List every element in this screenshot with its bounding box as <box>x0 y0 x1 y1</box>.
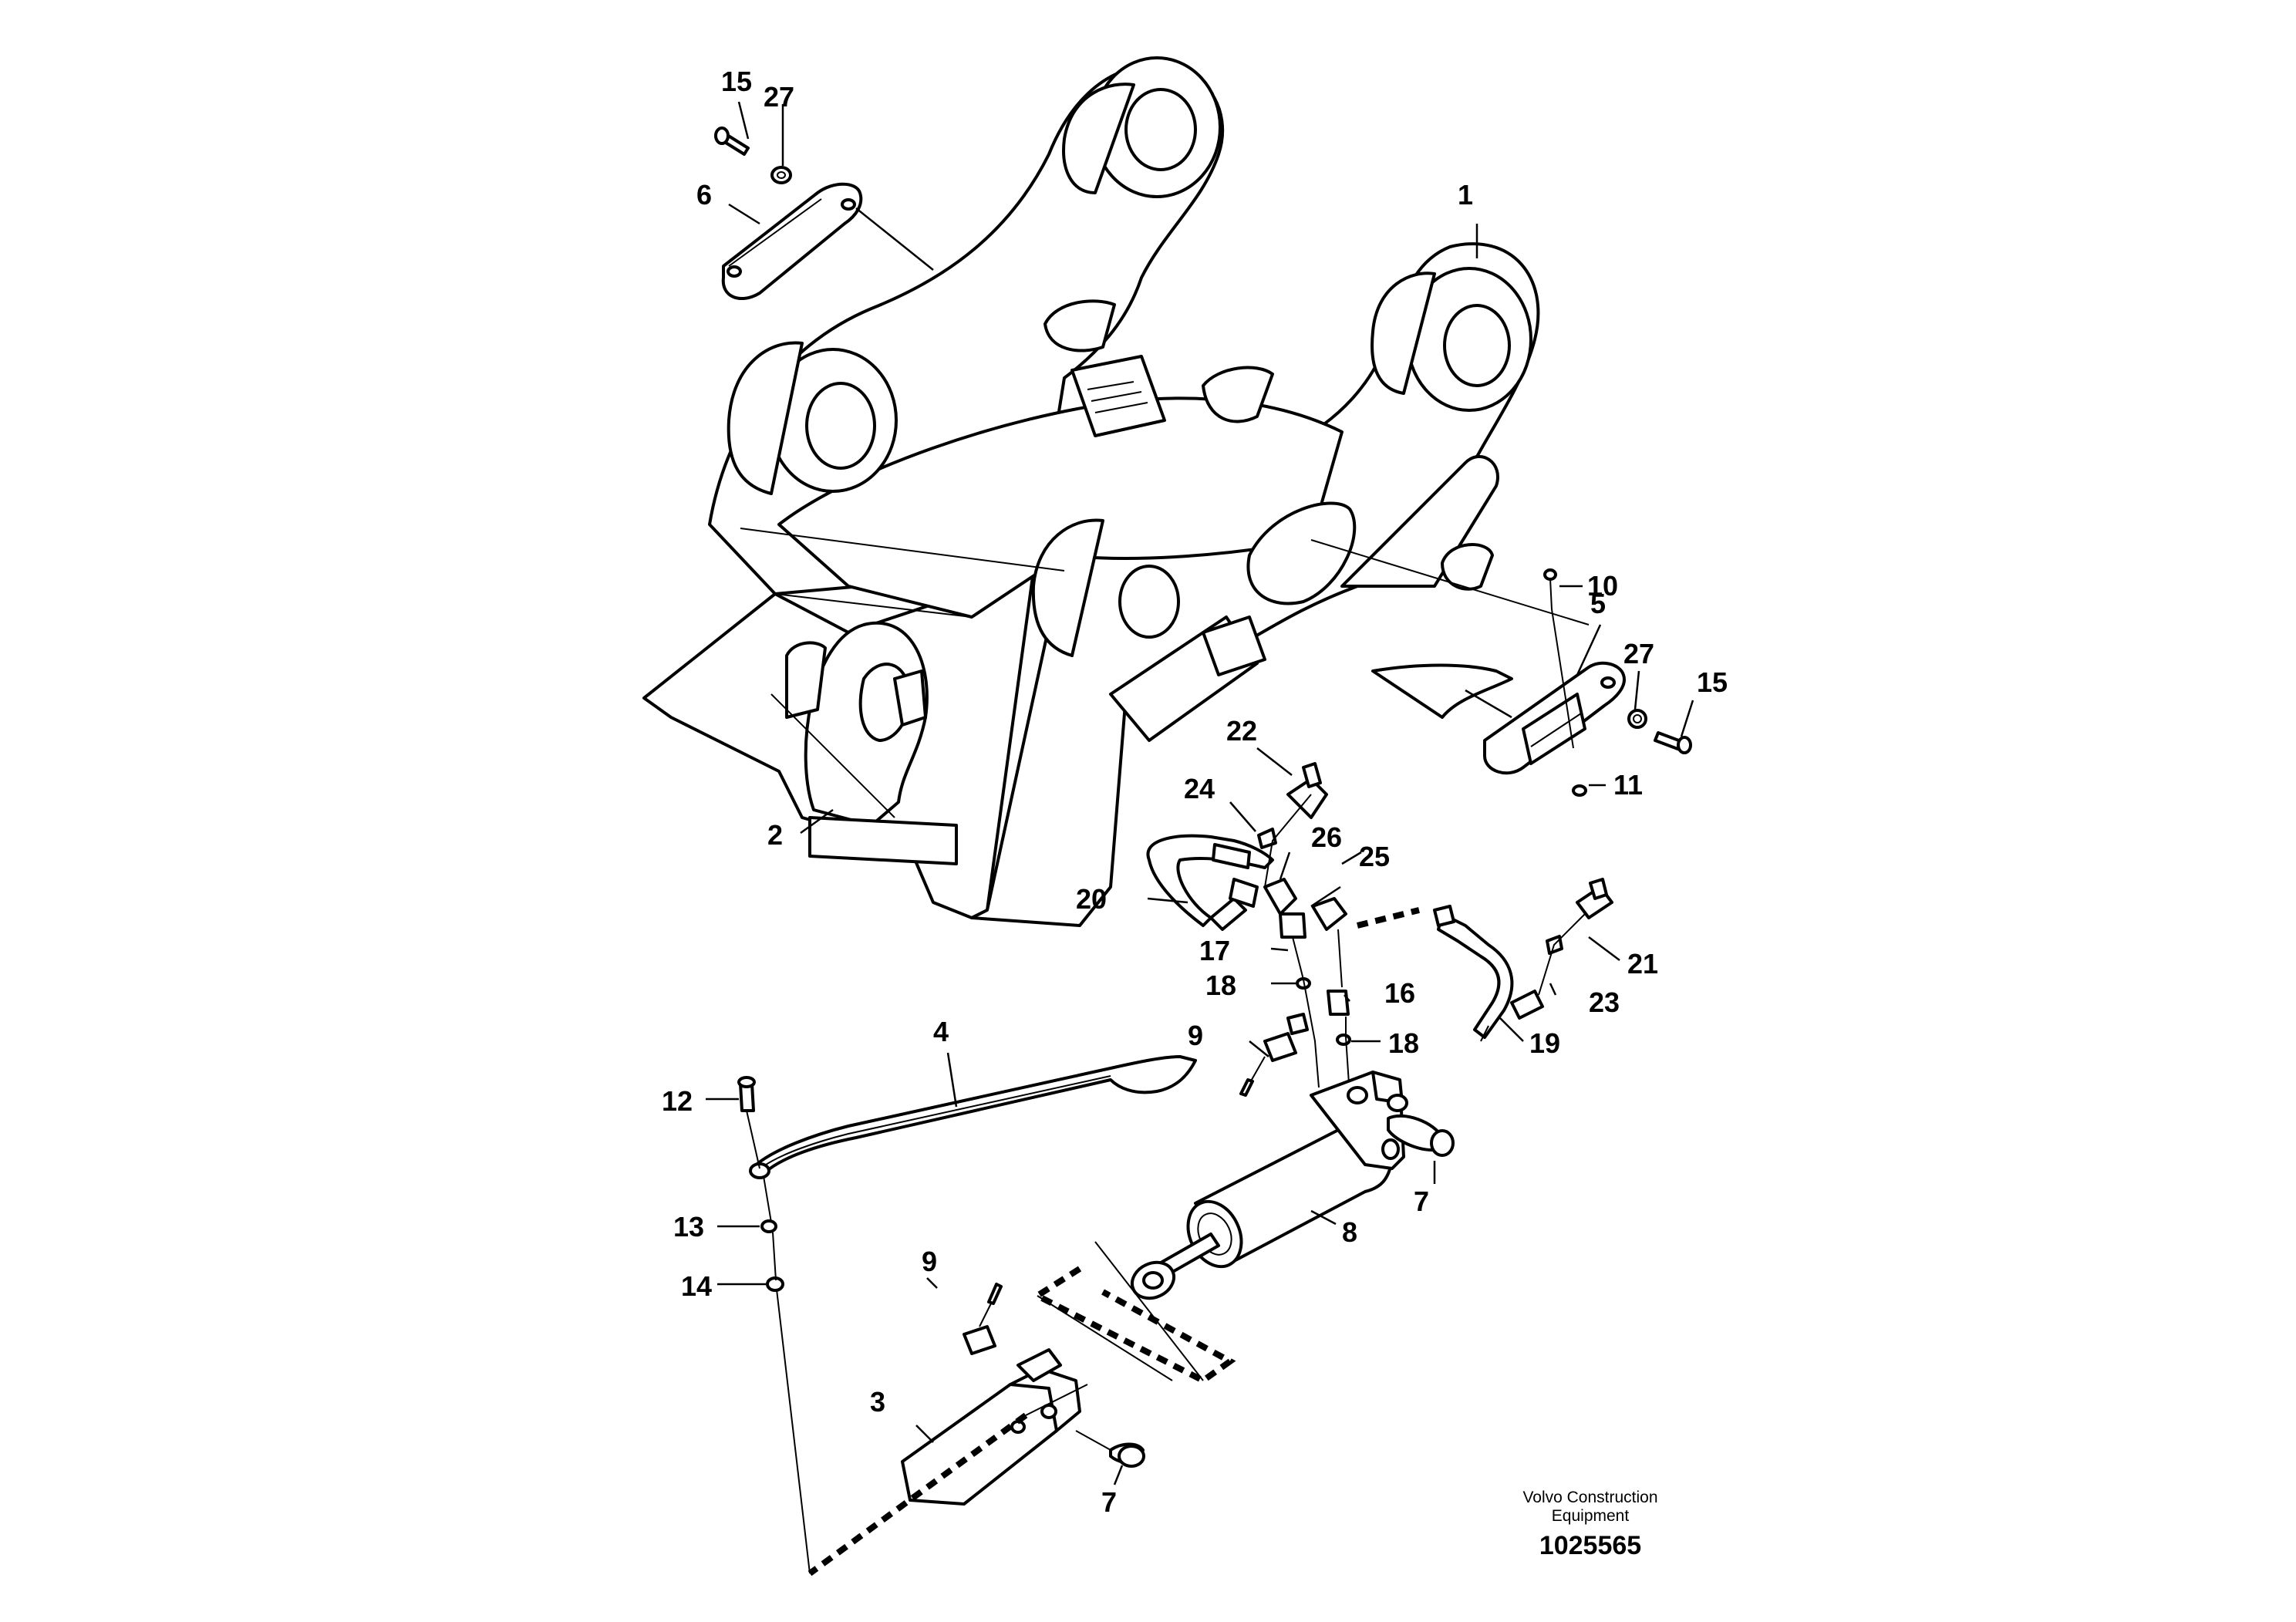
callout-4: 4 <box>933 1016 949 1047</box>
callout-27-top: 27 <box>764 81 794 113</box>
lock-wedge <box>901 1283 1145 1506</box>
callout-3: 3 <box>870 1386 885 1418</box>
callout-20: 20 <box>1076 883 1107 915</box>
leader-lines <box>706 101 1694 1485</box>
bolt-and-washer-right <box>1627 709 1692 754</box>
callout-8: 8 <box>1342 1216 1357 1248</box>
nut-11 <box>1572 784 1587 797</box>
callout-17: 17 <box>1199 935 1230 966</box>
callout-2: 2 <box>767 819 783 851</box>
dashed-route-cylinder-wedge <box>1030 1266 1236 1384</box>
callout-9-upper: 9 <box>1188 1020 1203 1051</box>
callout-24: 24 <box>1184 773 1215 804</box>
caption-document-number: 1025565 <box>1539 1531 1641 1560</box>
callout-18-right: 18 <box>1388 1027 1419 1059</box>
diagram-caption: Volvo Construction Equipment 1025565 <box>1522 1489 1657 1560</box>
release-lever <box>749 1055 1197 1179</box>
quick-coupler-frame <box>642 56 1590 927</box>
callout-9-lower: 9 <box>922 1246 937 1277</box>
callout-7-upper: 7 <box>1414 1185 1429 1217</box>
callout-7-lower: 7 <box>1101 1486 1117 1518</box>
callout-11: 11 <box>1613 769 1643 801</box>
lever-fasteners <box>737 1076 811 1574</box>
callout-12: 12 <box>662 1085 693 1117</box>
caption-company-line1: Volvo Construction <box>1522 1489 1657 1506</box>
bolt-10 <box>1543 568 1574 749</box>
lock-bracket <box>1483 661 1626 775</box>
callout-10: 10 <box>1587 570 1618 602</box>
callout-27-right: 27 <box>1623 638 1654 669</box>
callout-14: 14 <box>681 1270 712 1302</box>
callout-19: 19 <box>1529 1027 1560 1059</box>
wedge-lever <box>1371 663 1513 719</box>
callout-22: 22 <box>1226 715 1257 747</box>
caption-company-line2: Equipment <box>1552 1507 1630 1525</box>
bolt-and-washer-top-left <box>714 126 792 184</box>
callout-25: 25 <box>1359 841 1390 872</box>
callout-5: 5 <box>1590 588 1606 619</box>
hydraulic-fittings <box>1146 762 1613 1096</box>
callout-16: 16 <box>1384 977 1415 1009</box>
cover-plate-rear <box>721 182 934 301</box>
callout-1: 1 <box>1458 179 1473 211</box>
callout-13: 13 <box>673 1211 704 1243</box>
callout-6: 6 <box>696 179 712 211</box>
callout-18-left: 18 <box>1205 969 1236 1001</box>
callout-15-top: 15 <box>721 66 752 97</box>
callout-21: 21 <box>1627 948 1658 980</box>
dashed-route-wedge-lower <box>807 1412 1028 1576</box>
hydraulic-cylinder <box>1130 1013 1455 1300</box>
callout-labels: 1 2 3 4 5 6 7 7 8 9 9 10 11 12 13 14 15 … <box>662 66 1728 1518</box>
callout-15-right: 15 <box>1697 666 1728 698</box>
callout-23: 23 <box>1589 986 1620 1018</box>
callout-26: 26 <box>1311 821 1342 853</box>
